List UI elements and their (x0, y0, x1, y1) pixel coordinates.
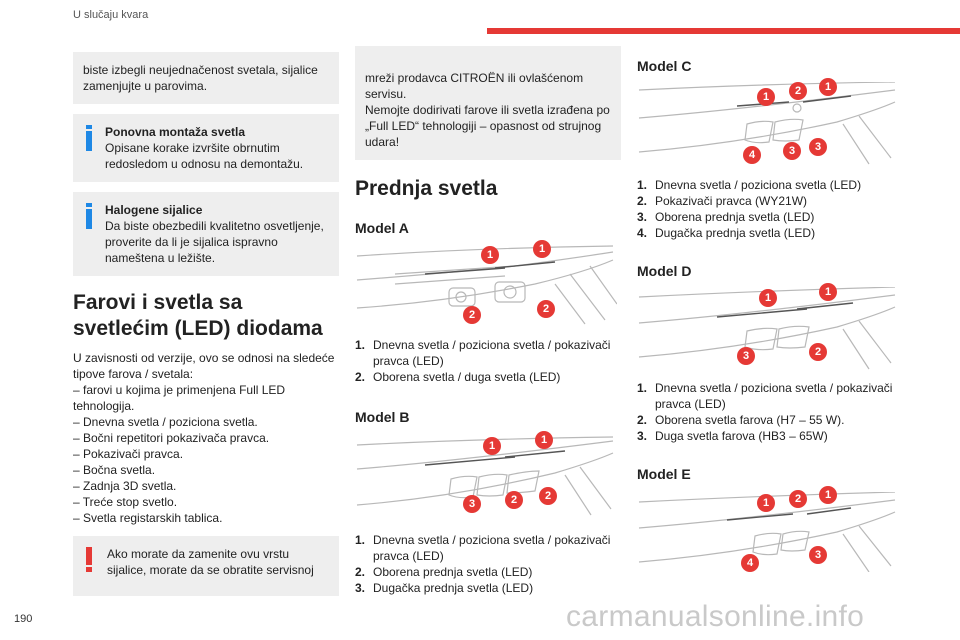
headlight-b-drawing (356, 436, 614, 516)
badge-marker: 1 (533, 240, 551, 258)
model-e-diagram: 1 2 1 4 3 (637, 486, 896, 572)
badge-marker: 3 (809, 138, 827, 156)
warning-box-continued: mreži prodavca CITROËN ili ovlašćenom se… (355, 46, 621, 160)
info-box-halogen: Halogene sijalice Da biste obezbedili kv… (73, 192, 339, 276)
legend-item: 2.Oborena svetla farova (H7 – 55 W). (637, 413, 845, 427)
legend-item: 4.Dugačka prednja svetla (LED) (637, 226, 816, 240)
model-d-diagram: 1 1 3 2 (637, 283, 896, 372)
badge-marker: 1 (481, 246, 499, 264)
list-item: – Pokazivači pravca. (73, 447, 184, 461)
legend-item: 1.Dnevna svetla / poziciona svetla / pok… (355, 338, 611, 368)
warning-text: Ako morate da zamenite ovu vrstu sijalic… (107, 547, 314, 577)
legend-item: 3.Oborena prednja svetla (LED) (637, 210, 815, 224)
badge-marker: 3 (737, 347, 755, 365)
legend-item: 2.Oborena prednja svetla (LED) (355, 565, 533, 579)
section-title: U slučaju kvara (73, 9, 149, 21)
badge-marker: 2 (789, 490, 807, 508)
info-box-text: Da biste obezbedili kvalitetno osvetljen… (105, 219, 324, 265)
legend-item: 2.Oborena svetla / duga svetla (LED) (355, 370, 561, 384)
badge-marker: 3 (809, 546, 827, 564)
list-item: – Dnevna svetla / poziciona svetla. (73, 415, 258, 429)
badge-marker: 1 (757, 494, 775, 512)
info-box-title: Ponovna montaža svetla (105, 125, 246, 139)
warning-icon (85, 547, 93, 573)
list-item: – Bočna svetla. (73, 463, 156, 477)
badge-marker: 1 (819, 78, 837, 96)
model-c-title: Model C (637, 58, 692, 74)
badge-marker: 1 (759, 289, 777, 307)
info-box-reinstall: Ponovna montaža svetla Opisane korake iz… (73, 114, 339, 182)
info-icon (85, 125, 93, 151)
badge-marker: 2 (505, 491, 523, 509)
legend-item: 3.Duga svetla farova (HB3 – 65W) (637, 429, 828, 443)
model-d-title: Model D (637, 263, 692, 279)
badge-marker: 2 (537, 300, 555, 318)
model-b-legend: 1.Dnevna svetla / poziciona svetla / pok… (355, 532, 621, 596)
badge-marker: 1 (819, 486, 837, 504)
led-intro-paragraph: U zavisnosti od verzije, ovo se odnosi n… (73, 351, 335, 381)
warning-box: Ako morate da zamenite ovu vrstu sijalic… (73, 536, 339, 596)
intro-note-box: biste izbegli neujednačenost svetala, si… (73, 52, 339, 104)
badge-marker: 1 (483, 437, 501, 455)
list-item: – Zadnja 3D svetla. (73, 479, 177, 493)
model-d-legend: 1.Dnevna svetla / poziciona svetla / pok… (637, 380, 905, 444)
badge-marker: 2 (539, 487, 557, 505)
section-heading-front-lights: Prednja svetla (355, 177, 498, 200)
column-middle: mreži prodavca CITROËN ili ovlašćenom se… (355, 46, 621, 596)
header-accent-bar (487, 28, 960, 34)
list-item: – farovi u kojima je primenjena Full LED… (73, 383, 286, 413)
legend-item: 1.Dnevna svetla / poziciona svetla / pok… (355, 533, 611, 563)
badge-marker: 2 (789, 82, 807, 100)
badge-marker: 2 (463, 306, 481, 324)
intro-note-text: biste izbegli neujednačenost svetala, si… (83, 63, 318, 93)
section-heading-led: Farovi i svetla sa svetlećim (LED) dioda… (73, 291, 323, 340)
badge-marker: 1 (757, 88, 775, 106)
model-b-diagram: 1 1 3 2 2 (355, 431, 614, 520)
model-a-legend: 1.Dnevna svetla / poziciona svetla / pok… (355, 337, 621, 385)
badge-marker: 2 (809, 343, 827, 361)
led-type-list: – farovi u kojima je primenjena Full LED… (73, 382, 339, 526)
model-c-legend: 1.Dnevna svetla / poziciona svetla (LED)… (637, 177, 905, 241)
warning-text: mreži prodavca CITROËN ili ovlašćenom se… (365, 71, 610, 149)
list-item: – Svetla registarskih tablica. (73, 511, 223, 525)
page-number: 190 (14, 613, 33, 625)
info-box-title: Halogene sijalice (105, 203, 203, 217)
info-box-text: Opisane korake izvršite obrnutim redosle… (105, 141, 304, 171)
model-c-diagram: 1 2 1 4 3 3 (637, 78, 896, 167)
column-left: biste izbegli neujednačenost svetala, si… (73, 46, 339, 596)
headlight-a-drawing (356, 245, 617, 325)
list-item: – Treće stop svetlo. (73, 495, 178, 509)
model-a-diagram: 1 1 2 2 (355, 240, 617, 329)
model-e-title: Model E (637, 466, 691, 482)
column-right: Model C 1 2 1 4 3 3 1.Dnevna svetla / po… (637, 46, 905, 572)
badge-marker: 3 (783, 142, 801, 160)
model-a-title: Model A (355, 220, 409, 236)
headlight-c-drawing (638, 82, 896, 165)
badge-marker: 4 (741, 554, 759, 572)
legend-item: 2.Pokazivači pravca (WY21W) (637, 194, 808, 208)
info-icon (85, 203, 93, 229)
badge-marker: 4 (743, 146, 761, 164)
badge-marker: 1 (535, 431, 553, 449)
badge-marker: 1 (819, 283, 837, 301)
badge-marker: 3 (463, 495, 481, 513)
legend-item: 1.Dnevna svetla / poziciona svetla / pok… (637, 381, 893, 411)
list-item: – Bočni repetitori pokazivača pravca. (73, 431, 270, 445)
headlight-d-drawing (638, 287, 896, 370)
legend-item: 1.Dnevna svetla / poziciona svetla (LED) (637, 178, 862, 192)
watermark-text: carmanualsonline.info (566, 600, 865, 633)
legend-item: 3.Dugačka prednja svetla (LED) (355, 581, 534, 595)
model-b-title: Model B (355, 409, 410, 425)
